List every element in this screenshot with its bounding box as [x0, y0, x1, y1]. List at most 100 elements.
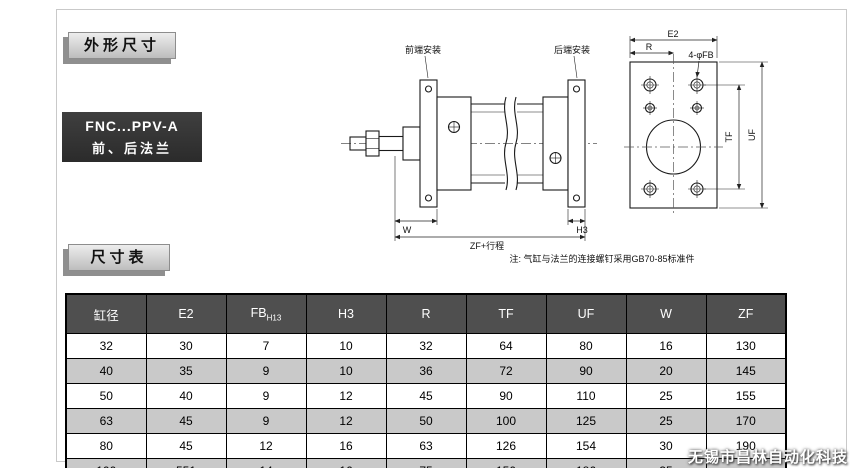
dim-label-r: R	[646, 42, 653, 52]
table-cell: 126	[465, 433, 547, 459]
model-code: FNC...PPV-A	[85, 117, 179, 134]
table-cell: 25	[625, 408, 707, 434]
dimension-annotations: 前端安装 后端安装 W H3 ZF+行程 注: 气缸与法兰的连接螺钉采用GB70…	[394, 29, 768, 264]
table-cell: 80	[545, 333, 627, 359]
front-mount-label: 前端安装	[405, 44, 441, 55]
rod-nut	[365, 130, 380, 157]
table-cell: 63	[385, 433, 467, 459]
table-header-cell: UF	[545, 293, 627, 334]
table-cell: 50	[385, 408, 467, 434]
table-header-cell: W	[625, 293, 707, 334]
table-cell: 145	[705, 358, 787, 384]
table-cell: 16	[305, 433, 387, 459]
table-cell: 16	[625, 333, 707, 359]
table-header-cell: R	[385, 293, 467, 334]
flange-face-view	[624, 54, 723, 214]
table-row: 10055114167515018635	[65, 458, 787, 468]
section-label-outline-dimensions: 外形尺寸	[68, 32, 176, 59]
table-cell: 10	[305, 333, 387, 359]
table-cell: 63	[65, 408, 147, 434]
model-description: 前、后法兰	[91, 140, 172, 156]
rear-mount-label: 后端安装	[554, 44, 590, 55]
dim-label-tf: TF	[724, 131, 734, 142]
table-cell: 30	[625, 433, 707, 459]
table-cell: 14	[225, 458, 307, 468]
table-cell	[705, 458, 787, 468]
table-header-cell: FBH13	[225, 293, 307, 334]
table-cell: 155	[705, 383, 787, 409]
technical-drawing: 前端安装 后端安装 W H3 ZF+行程 注: 气缸与法兰的连接螺钉采用GB70…	[341, 29, 768, 264]
table-cell: 9	[225, 408, 307, 434]
table-cell: 32	[385, 333, 467, 359]
table-cell: 154	[545, 433, 627, 459]
table-header-cell: TF	[465, 293, 547, 334]
break-line	[504, 96, 508, 191]
front-head	[436, 96, 472, 191]
table-cell: 45	[385, 383, 467, 409]
table-cell: 30	[145, 333, 227, 359]
watermark: 无锡市昌林自动化科技	[687, 449, 848, 466]
table-cell: 45	[145, 433, 227, 459]
rear-flange-plate	[567, 79, 586, 208]
table-cell: 36	[385, 358, 467, 384]
dim-label-e2: E2	[667, 29, 678, 39]
dim-label-zf: ZF+行程	[470, 240, 504, 251]
drawing-note: 注: 气缸与法兰的连接螺钉采用GB70-85标准件	[509, 253, 694, 264]
table-cell: 72	[465, 358, 547, 384]
table-cell: 20	[625, 358, 707, 384]
table-cell: 80	[65, 433, 147, 459]
model-box: FNC...PPV-A 前、后法兰	[62, 112, 202, 162]
table-cell: 16	[305, 458, 387, 468]
table-cell: 10	[305, 358, 387, 384]
table-cell: 9	[225, 383, 307, 409]
table-cell: 9	[225, 358, 307, 384]
piston-rod	[378, 135, 404, 152]
front-flange-plate	[419, 79, 438, 208]
dim-label-w: W	[403, 225, 412, 235]
table-cell: 170	[705, 408, 787, 434]
dim-label-fb: 4-φFB	[688, 50, 713, 60]
table-header-cell: 缸径	[65, 293, 147, 334]
dim-label-uf: UF	[747, 129, 757, 141]
table-cell: 551	[145, 458, 227, 468]
table-cell: 90	[465, 383, 547, 409]
table-cell: 12	[305, 408, 387, 434]
table-cell: 130	[705, 333, 787, 359]
table-cell: 40	[65, 358, 147, 384]
table-header-cell: ZF	[705, 293, 787, 334]
table-cell: 12	[225, 433, 307, 459]
rear-head	[542, 96, 569, 191]
table-cell: 35	[145, 358, 227, 384]
break-line	[514, 96, 518, 191]
dim-label-h3: H3	[576, 225, 588, 235]
table-cell: 45	[145, 408, 227, 434]
table-cell: 25	[625, 383, 707, 409]
table-cell: 90	[545, 358, 627, 384]
table-cell: 32	[65, 333, 147, 359]
cylinder-side-view	[341, 79, 597, 208]
table-cell: 12	[305, 383, 387, 409]
table-header-cell: H3	[305, 293, 387, 334]
table-cell: 50	[65, 383, 147, 409]
table-cell: 75	[385, 458, 467, 468]
table-cell: 100	[65, 458, 147, 468]
table-cell: 64	[465, 333, 547, 359]
rod-boss	[402, 126, 421, 161]
table-cell: 125	[545, 408, 627, 434]
table-cell: 190	[705, 433, 787, 459]
table-cell: 150	[465, 458, 547, 468]
table-header-cell: E2	[145, 293, 227, 334]
table-cell: 40	[145, 383, 227, 409]
section-label-dimension-table: 尺寸表	[68, 244, 170, 271]
table-cell: 7	[225, 333, 307, 359]
table-cell: 110	[545, 383, 627, 409]
